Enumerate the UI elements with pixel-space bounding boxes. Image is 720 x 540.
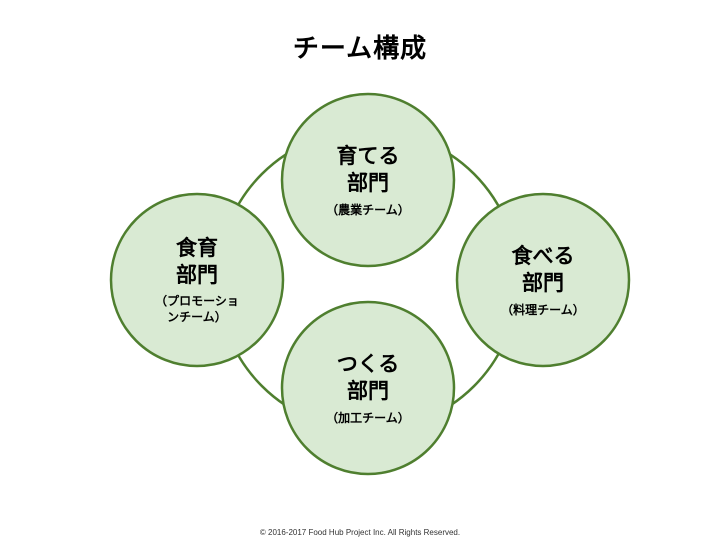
node-circle-grow	[280, 92, 456, 268]
node-circle-make	[280, 300, 456, 476]
node-food-education-sub1: （プロモーショ	[155, 294, 239, 308]
node-grow-line2: 部門	[347, 170, 389, 195]
node-food-education: 食育 部門 （プロモーショ ンチーム）	[127, 210, 267, 350]
node-make-line1: つくる	[336, 351, 400, 376]
node-make: つくる 部門 （加工チーム）	[298, 318, 438, 458]
node-grow: 育てる 部門 （農業チーム）	[298, 110, 438, 250]
node-make-line2: 部門	[347, 378, 389, 403]
node-food-education-line2: 部門	[176, 263, 218, 287]
node-food-education-sub2: ンチーム）	[167, 310, 227, 324]
node-circle-food-education	[109, 192, 285, 368]
node-eat-line1: 食べる	[511, 243, 575, 268]
node-circle-eat	[455, 192, 631, 368]
node-make-sub: （加工チーム）	[326, 410, 410, 425]
node-grow-line1: 育てる	[336, 143, 400, 168]
copyright-footer: © 2016-2017 Food Hub Project Inc. All Ri…	[259, 528, 461, 537]
node-food-education-line1: 食育	[176, 236, 218, 260]
node-grow-sub: （農業チーム）	[326, 202, 410, 217]
diagram-title: チーム構成	[292, 34, 428, 64]
node-eat-line2: 部門	[522, 270, 564, 295]
node-eat-sub: （料理チーム）	[501, 302, 585, 317]
node-eat: 食べる 部門 （料理チーム）	[473, 210, 613, 350]
